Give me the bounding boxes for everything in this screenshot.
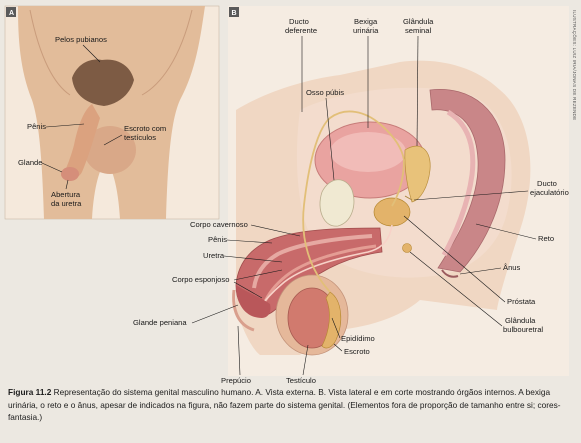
panel-a: A Pelos pubianos Pênis Escroto com testí… <box>5 6 219 219</box>
caption-figure-number: Figura 11.2 <box>8 387 51 397</box>
label-seminal-2: seminal <box>405 26 431 35</box>
label-scrotum-a-2: testículos <box>124 133 156 142</box>
label-rectum: Reto <box>538 234 554 243</box>
label-penis-b: Pênis <box>208 235 227 244</box>
label-seminal-1: Glândula <box>403 17 434 26</box>
label-bulbourethral-2: bulbouretral <box>503 325 543 334</box>
glans-external <box>61 167 79 181</box>
label-vas-deferens-2: deferente <box>285 26 317 35</box>
label-corpus-spongiosum: Corpo esponjoso <box>172 275 229 284</box>
label-glans-b: Glande peniana <box>133 318 187 327</box>
label-glans-a: Glande <box>18 158 43 167</box>
label-epididymis: Epidídimo <box>341 334 375 343</box>
label-bladder-2: urinária <box>353 26 379 35</box>
label-pubic-bone: Osso púbis <box>306 88 344 97</box>
label-scrotum-b: Escroto <box>344 347 370 356</box>
illustration-credit: ILUSTRAÇÕES: LUIZ IRIA/JONAS DE REZENDE <box>572 10 578 120</box>
panel-b-tag: B <box>232 10 237 17</box>
label-urethra-opening-2: da uretra <box>51 199 82 208</box>
label-urethra: Uretra <box>203 251 225 260</box>
label-ejaculatory-2: ejaculatório <box>530 188 569 197</box>
label-corpus-cavernosum: Corpo cavernoso <box>190 220 248 229</box>
label-pubic-hair: Pelos pubianos <box>55 35 107 44</box>
label-bladder-1: Bexiga <box>354 17 378 26</box>
label-anus: Ânus <box>503 263 521 272</box>
label-prostate: Próstata <box>507 297 536 306</box>
label-scrotum-a-1: Escroto com <box>124 124 166 133</box>
prostate <box>374 198 410 226</box>
label-vas-deferens-1: Ducto <box>289 17 309 26</box>
bulbourethral-gland <box>403 244 412 253</box>
label-urethra-opening-1: Abertura <box>51 190 81 199</box>
panel-a-tag: A <box>9 10 14 17</box>
caption-text: Representação do sistema genital masculi… <box>8 387 561 422</box>
label-penis-a: Pênis <box>27 122 46 131</box>
pubic-bone <box>320 180 354 226</box>
label-ejaculatory-1: Ducto <box>537 179 557 188</box>
label-bulbourethral-1: Glândula <box>505 316 536 325</box>
figure-caption: Figura 11.2 Representação do sistema gen… <box>8 386 574 424</box>
label-prepuce: Prepúcio <box>221 376 251 385</box>
label-testis: Testículo <box>286 376 316 385</box>
